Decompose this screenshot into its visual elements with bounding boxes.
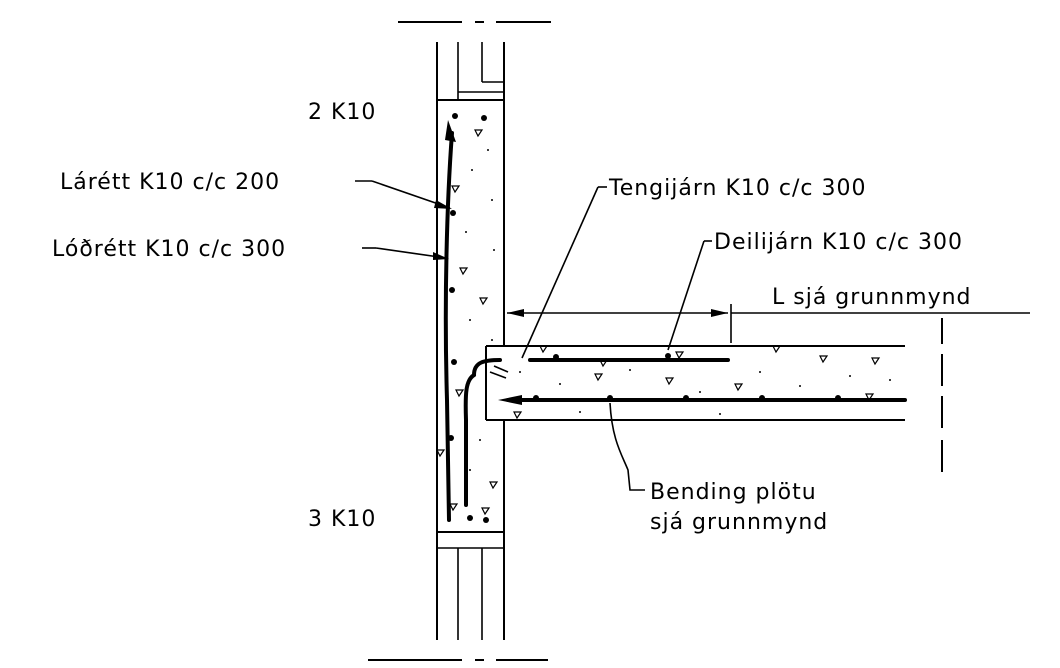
label-top-bars: 2 K10 xyxy=(308,100,376,125)
label-bottom-bars: 3 K10 xyxy=(308,507,376,532)
wall-rebar xyxy=(443,120,476,522)
concrete-slab xyxy=(485,345,905,421)
label-slab-bending-1: Bending plötu xyxy=(650,480,817,505)
label-horizontal: Lárétt K10 c/c 200 xyxy=(60,170,280,195)
rebar-dots xyxy=(448,113,841,523)
dimension-l xyxy=(507,304,1030,343)
leader-lines xyxy=(355,180,712,491)
wall-upper xyxy=(436,42,505,100)
concrete-aggregate xyxy=(436,129,881,516)
label-vertical: Lóðrétt K10 c/c 300 xyxy=(52,237,286,262)
label-slab-bending-2: sjá grunnmynd xyxy=(650,510,828,535)
label-distribution: Deilijárn K10 c/c 300 xyxy=(714,230,963,255)
concrete-speckles xyxy=(465,149,891,471)
label-length: L sjá grunnmynd xyxy=(772,285,972,310)
concrete-wall xyxy=(436,99,505,533)
label-connector: Tengijárn K10 c/c 300 xyxy=(608,176,866,201)
wall-lower xyxy=(436,532,505,640)
